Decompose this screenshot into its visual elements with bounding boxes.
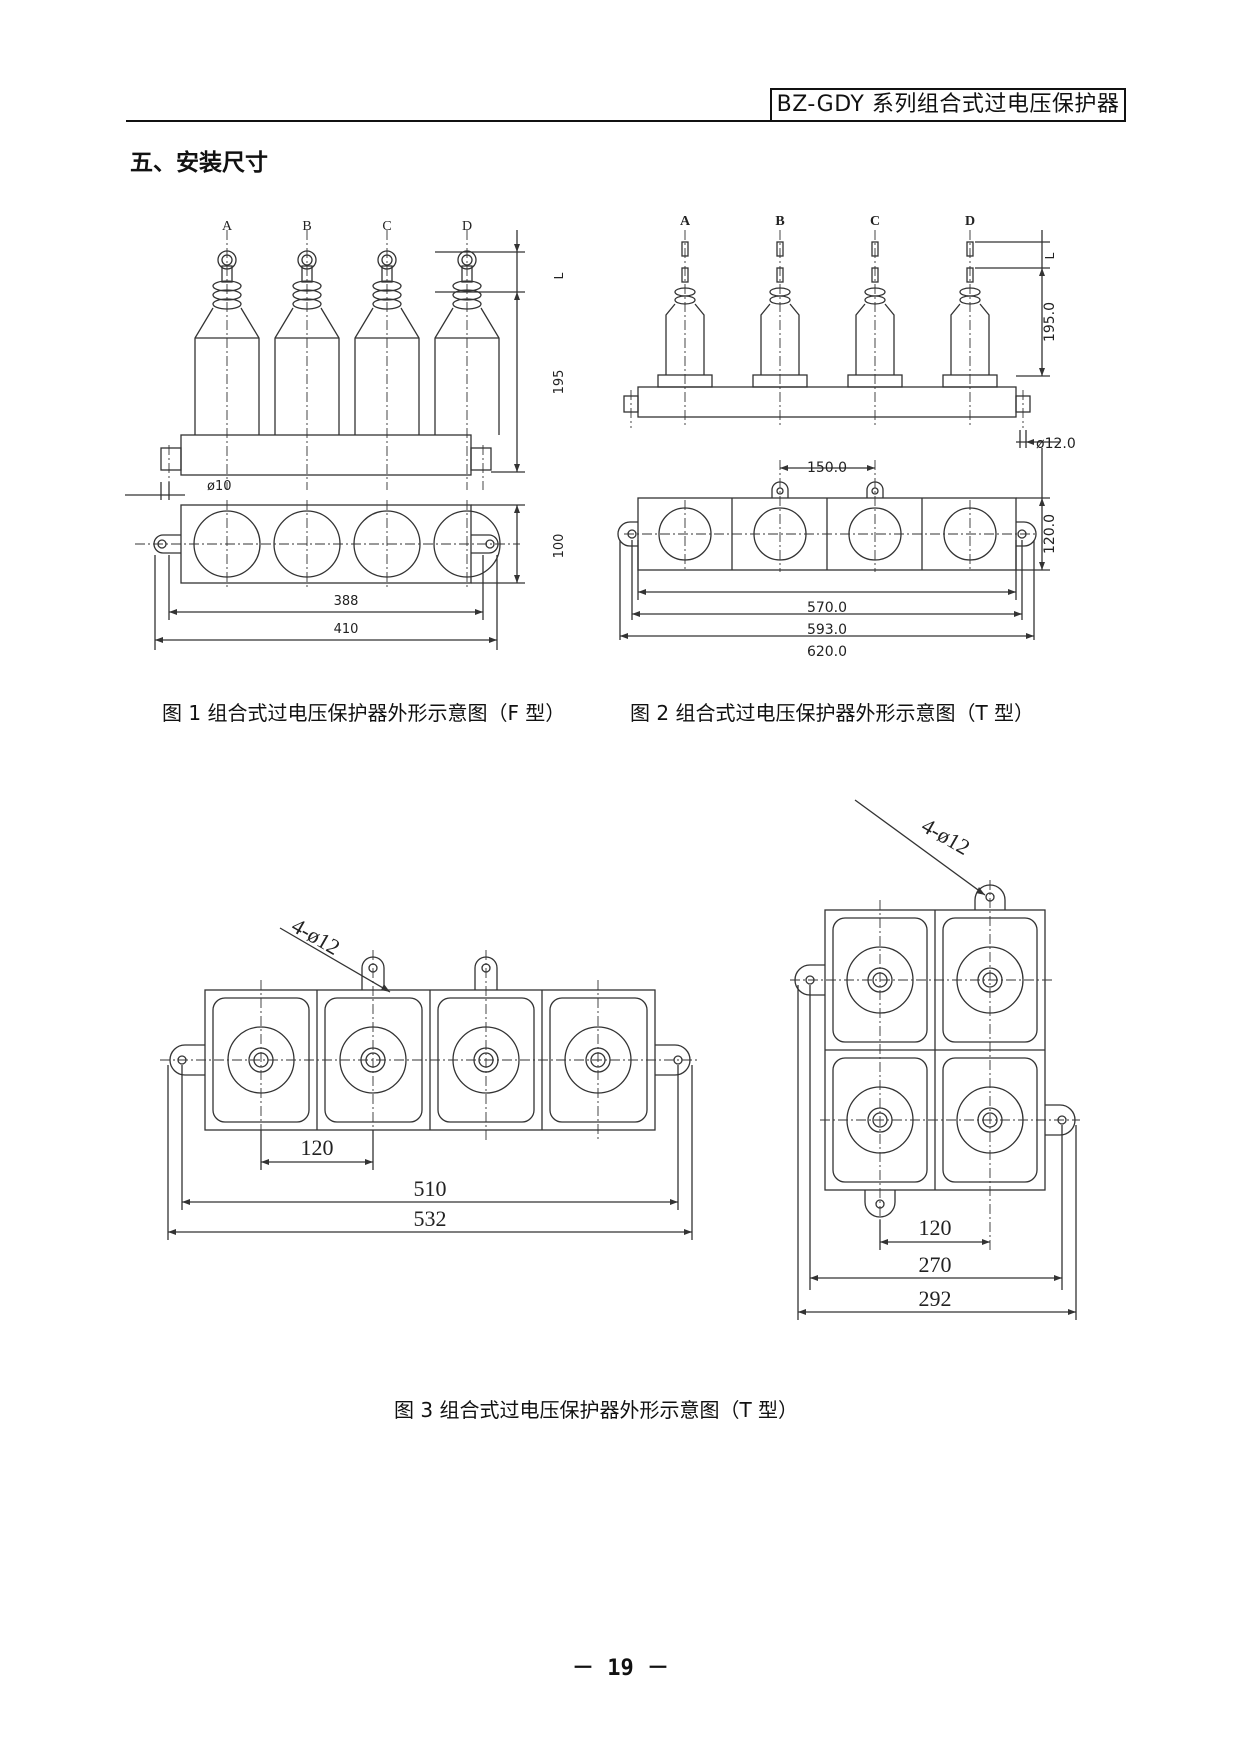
figure2-caption: 图 2 组合式过电压保护器外形示意图（T 型） <box>630 701 1035 725</box>
figure1-label-b: B <box>302 219 311 234</box>
figure2-dim-hole: ø12.0 <box>1036 436 1076 452</box>
figure1-dim-inner: 388 <box>334 594 359 609</box>
figure3-left-holes: 4-ø12 <box>288 913 345 960</box>
figure1-dim-height: 195 <box>552 370 567 395</box>
figure1-caption: 图 1 组合式过电压保护器外形示意图（F 型） <box>162 701 566 725</box>
section-title: 五、安装尺寸 <box>130 150 268 176</box>
figure1-dim-l: L <box>552 272 566 279</box>
figure3-right-inner: 270 <box>919 1252 952 1277</box>
figure1-drawing: A B C D L 195 100 ø10 388 410 <box>125 219 567 650</box>
figure1-dim-outer: 410 <box>334 622 359 637</box>
figure2-dim-height: 195.0 <box>1042 302 1058 342</box>
figure1-insulators <box>194 250 500 435</box>
figure3-right-outer: 292 <box>919 1286 952 1311</box>
figure2-dim-outer: 620.0 <box>807 644 847 660</box>
figure2-dim-pitch: 150.0 <box>807 460 847 476</box>
figure2-label-d: D <box>965 214 975 229</box>
header-rule <box>126 120 1126 122</box>
figure1-dim-depth: 100 <box>552 534 567 559</box>
figure2-dim-l: L <box>1043 252 1057 259</box>
figure3-right-holes: 4-ø12 <box>918 813 975 860</box>
figure3-left-drawing: 4-ø12 120 510 532 <box>160 913 700 1240</box>
figure2-dim-mid: 593.0 <box>807 622 847 638</box>
page-number: － 19 － <box>572 1656 669 1681</box>
running-header: BZ-GDY 系列组合式过电压保护器 <box>770 88 1126 120</box>
figure1-label-c: C <box>382 219 391 234</box>
figure3-left-outer: 532 <box>414 1206 447 1231</box>
figure3-left-inner: 510 <box>414 1176 447 1201</box>
figure3-left-pitch: 120 <box>301 1135 334 1160</box>
figure2-drawing: A B C D L 195.0 120.0 ø12.0 150.0 570.0 … <box>617 214 1076 660</box>
figure3-right-drawing: 4-ø12 120 270 292 <box>790 799 1080 1320</box>
figure2-dim-inner: 570.0 <box>807 600 847 616</box>
figure2-dim-depth: 120.0 <box>1042 514 1058 554</box>
figure3-right-pitch: 120 <box>919 1215 952 1240</box>
figure1-label-d: D <box>462 219 472 234</box>
figure1-label-a: A <box>222 219 233 234</box>
figure3-caption: 图 3 组合式过电压保护器外形示意图（T 型） <box>394 1398 799 1422</box>
figure2-label-c: C <box>870 214 880 229</box>
figure2-label-a: A <box>680 214 691 229</box>
figure1-dim-hole: ø10 <box>207 479 232 494</box>
figure2-label-b: B <box>775 214 784 229</box>
